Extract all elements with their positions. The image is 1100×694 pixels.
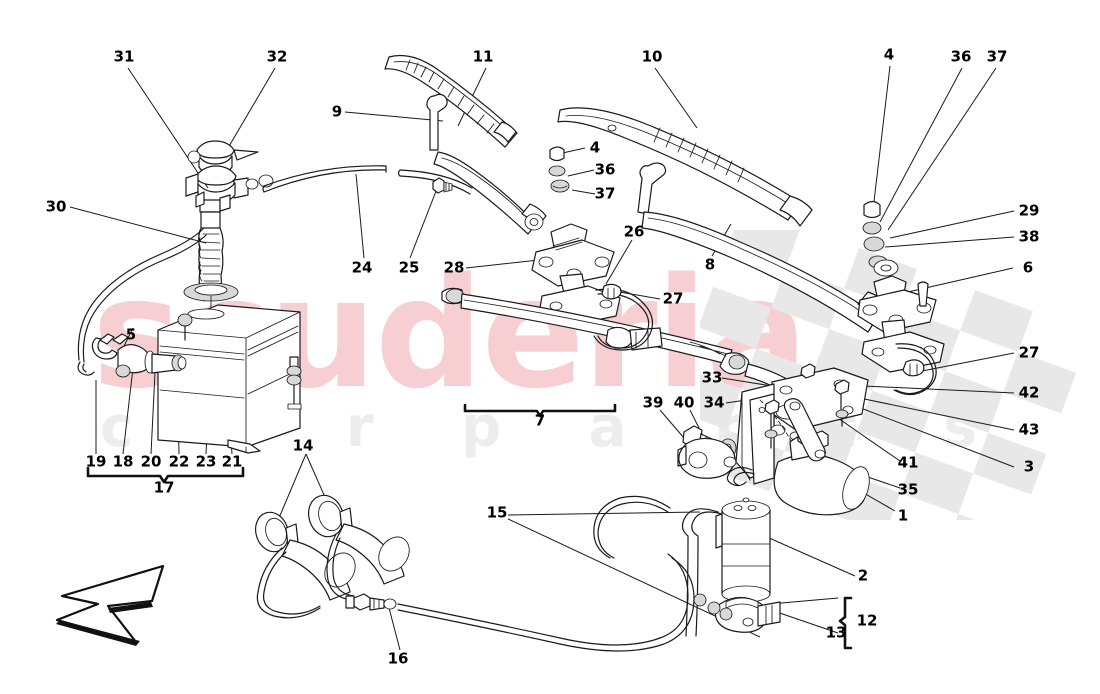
callout-label-2[interactable]: 2: [857, 566, 869, 585]
callout-label-32[interactable]: 32: [266, 47, 288, 66]
callout-label-40[interactable]: 40: [673, 393, 695, 412]
bracket-17: [86, 466, 245, 484]
callout-label-35[interactable]: 35: [897, 480, 919, 499]
cap-part-4: [549, 146, 565, 162]
callout-label-4t[interactable]: 4: [883, 45, 895, 64]
callout-label-9[interactable]: 9: [331, 102, 343, 121]
hose-connector-part-25: [432, 177, 453, 194]
stud-part-6: [917, 281, 929, 307]
callout-label-42[interactable]: 42: [1018, 383, 1040, 402]
nut-part-37-right: [863, 236, 885, 252]
hose-tee-connector-part-16: [345, 593, 397, 611]
wiring-lead-part-26: [593, 283, 653, 351]
linkage-ball-joint-bracket: [677, 437, 737, 479]
callout-label-18[interactable]: 18: [112, 452, 134, 471]
callout-label-25[interactable]: 25: [398, 258, 420, 277]
callout-label-21[interactable]: 21: [221, 452, 243, 471]
reservoir-tank-part-21: [157, 304, 301, 454]
callout-label-41[interactable]: 41: [897, 453, 919, 472]
callout-label-5[interactable]: 5: [125, 325, 137, 344]
wiper-arm-fasteners-right: [862, 200, 899, 277]
screw-head-part-42: [834, 379, 850, 395]
callout-label-31[interactable]: 31: [113, 47, 135, 66]
wiper-arm-fasteners-center: [548, 146, 570, 193]
nut-part-43: [835, 409, 849, 419]
horn-hose-part-15: [397, 495, 695, 652]
wiper-pivot-left: [531, 223, 621, 327]
callout-label-15[interactable]: 15: [486, 503, 508, 522]
filler-neck-bracket-part-31: [185, 165, 274, 213]
front-direction-arrow: [55, 564, 165, 646]
callout-label-4m[interactable]: 4: [589, 138, 601, 157]
callout-label-17[interactable]: 17: [153, 478, 175, 497]
callout-label-3[interactable]: 3: [1023, 457, 1035, 476]
callout-label-27b[interactable]: 27: [1018, 343, 1040, 362]
small-fasteners: [764, 363, 850, 449]
callout-label-12[interactable]: 12: [856, 611, 878, 630]
wiring-lead-right: [893, 343, 937, 396]
bracket-12: [838, 596, 853, 650]
callout-label-13[interactable]: 13: [825, 623, 847, 642]
callout-label-11[interactable]: 11: [472, 47, 494, 66]
callout-label-37t[interactable]: 37: [986, 47, 1008, 66]
callout-label-14[interactable]: 14: [292, 436, 314, 455]
washer-hoses: [77, 165, 473, 376]
callout-label-1[interactable]: 1: [897, 506, 909, 525]
callout-label-38[interactable]: 38: [1018, 227, 1040, 246]
connector-part-27b: [902, 359, 925, 377]
callout-label-37m[interactable]: 37: [594, 184, 616, 203]
reference-brackets: [86, 403, 853, 650]
callout-label-8[interactable]: 8: [704, 255, 716, 274]
callout-label-6[interactable]: 6: [1022, 258, 1034, 277]
callout-label-23[interactable]: 23: [195, 452, 217, 471]
nut-part-37: [550, 179, 570, 193]
callout-label-30[interactable]: 30: [45, 197, 67, 216]
connector-part-27a: [601, 283, 622, 300]
callout-label-33[interactable]: 33: [701, 368, 723, 387]
callout-label-10[interactable]: 10: [641, 47, 663, 66]
wiper-arm-left-part-9: [426, 93, 547, 235]
callout-label-19[interactable]: 19: [85, 452, 107, 471]
washer-part-34: [764, 429, 778, 439]
clamp-bracket-part-13: [693, 593, 781, 633]
callout-label-36t[interactable]: 36: [950, 47, 972, 66]
filler-hose-part-30: [183, 211, 239, 315]
callout-label-26[interactable]: 26: [623, 222, 645, 241]
callout-label-39[interactable]: 39: [642, 393, 664, 412]
callout-label-43[interactable]: 43: [1018, 420, 1040, 439]
screw-part-3: [800, 363, 816, 379]
motor-mount-assembly: [726, 367, 870, 516]
callout-label-27a[interactable]: 27: [662, 289, 684, 308]
bracket-7: [463, 403, 617, 418]
wiper-blade-right-part-10: [557, 107, 813, 227]
cap-part-4-right: [863, 200, 881, 219]
washer-part-36: [548, 165, 566, 177]
callout-label-36m[interactable]: 36: [594, 160, 616, 179]
washer-part-36-right: [862, 221, 882, 235]
wiper-blade-left-part-11: [384, 54, 518, 148]
callout-label-16[interactable]: 16: [387, 649, 409, 668]
callout-label-29[interactable]: 29: [1018, 201, 1040, 220]
washer-pump-group: [91, 313, 193, 378]
callout-label-24[interactable]: 24: [351, 258, 373, 277]
callout-label-22[interactable]: 22: [168, 452, 190, 471]
screw-head-part-33: [764, 399, 780, 415]
callout-label-7[interactable]: 7: [534, 411, 546, 430]
horns-part-14: [254, 494, 410, 619]
callout-label-34[interactable]: 34: [703, 393, 725, 412]
wiper-pivot-right: [857, 275, 945, 373]
callout-label-28[interactable]: 28: [443, 258, 465, 277]
motor-crank-arm-part-35: [783, 398, 826, 462]
level-sensor-part-23: [286, 356, 302, 410]
callout-label-20[interactable]: 20: [140, 452, 162, 471]
